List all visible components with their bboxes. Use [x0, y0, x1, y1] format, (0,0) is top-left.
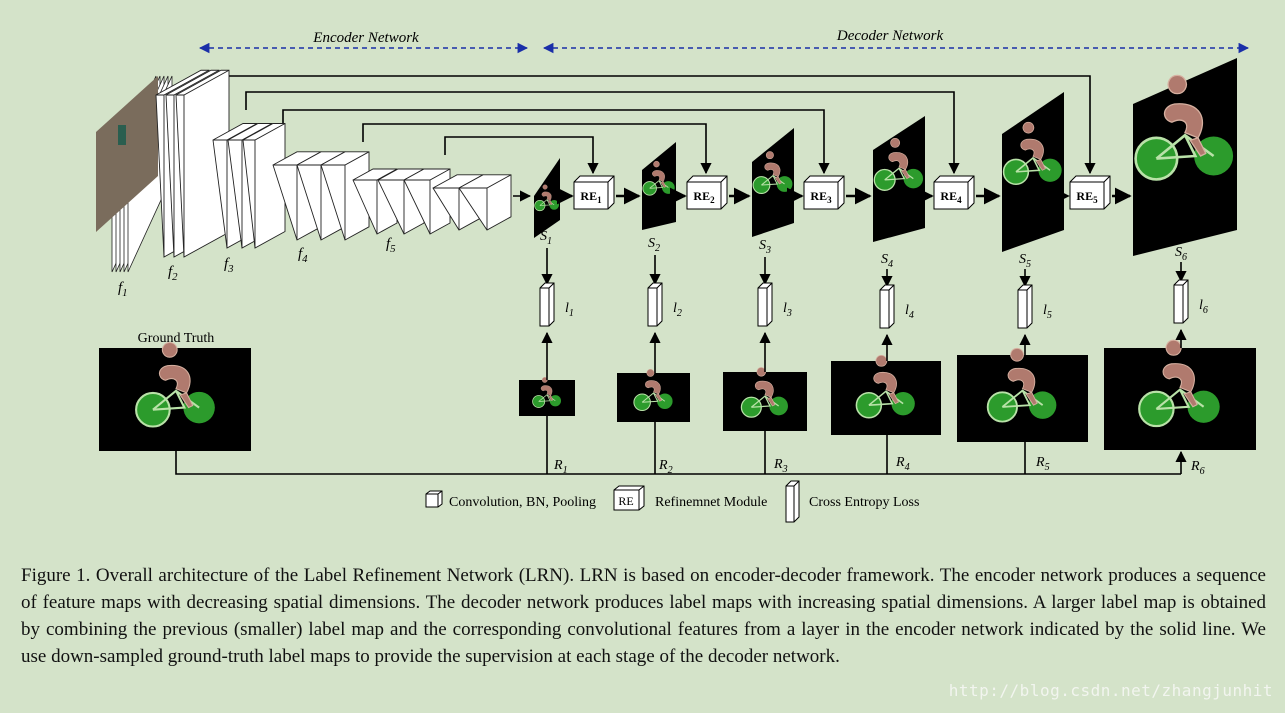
- label-map-s3-figure: [752, 151, 793, 194]
- refinement-module-re4: RE4: [933, 175, 975, 210]
- ground-truth-map-r1: [519, 377, 575, 416]
- stage-label-s2: S2: [648, 236, 660, 254]
- ground-truth-map-r2-figure: [633, 369, 673, 412]
- encoder-block-2-3: [242, 123, 286, 249]
- ground-truth-map-r4-figure: [855, 354, 915, 419]
- legend-re-cube-icon: [613, 485, 645, 511]
- ground-truth-figure: [135, 342, 215, 428]
- label-map-s4-figure: [873, 138, 924, 191]
- stage-label-s6: S6: [1175, 245, 1187, 263]
- gt-label-r3: R3: [773, 457, 788, 475]
- loss-prism-l5: [1017, 284, 1033, 329]
- feature-label-f3: f3: [224, 256, 234, 275]
- re1-label: RE1: [580, 189, 602, 205]
- gt-label-r2: R2: [658, 458, 673, 476]
- loss-prism-l1: [539, 282, 555, 327]
- legend-re-symbol: RE: [618, 494, 633, 508]
- gt-label-r6: R6: [1190, 459, 1205, 477]
- ground-truth-map-r6: [1104, 339, 1256, 450]
- ground-truth-label: Ground Truth: [138, 331, 215, 346]
- legend-re-label: Refinemnet Module: [655, 495, 767, 510]
- legend-conv-label: Convolution, BN, Pooling: [449, 495, 596, 510]
- legend-loss-label: Cross Entropy Loss: [809, 495, 919, 510]
- refinement-module-re5: RE5: [1069, 175, 1111, 210]
- gt-label-r1: R1: [553, 458, 568, 476]
- gt-label-r4: R4: [895, 455, 910, 473]
- encoder-blocks: f1 f2 f3 f4 f5: [96, 69, 532, 299]
- watermark: http://blog.csdn.net/zhangjunhit: [948, 681, 1273, 700]
- encoder-network-title: Encoder Network: [312, 30, 419, 46]
- stage-label-s4: S4: [881, 252, 893, 270]
- stage-label-s1: S1: [540, 229, 552, 247]
- loss-prism-l3: [757, 282, 773, 327]
- gt-label-r5: R5: [1035, 455, 1050, 473]
- label-map-s5: [1002, 92, 1064, 252]
- refinement-module-re2: RE2: [686, 175, 728, 210]
- label-map-s6-figure: [1134, 74, 1234, 181]
- label-map-s3: [752, 128, 794, 237]
- ground-truth-map-r1-figure: [532, 377, 562, 408]
- re4-label: RE4: [940, 189, 962, 205]
- ground-truth-map-r3: [723, 367, 807, 431]
- refinement-module-re3: RE3: [803, 175, 845, 210]
- label-map-s4: [873, 116, 925, 242]
- ground-truth-map-r3-figure: [740, 367, 788, 418]
- feature-label-f1: f1: [118, 280, 128, 299]
- ground-truth-image: [99, 348, 251, 451]
- encoder-block-5-2: [458, 174, 512, 231]
- loss-label-l2: l2: [673, 301, 682, 319]
- label-map-s2: [642, 142, 676, 230]
- loss-label-l1: l1: [565, 301, 574, 319]
- label-map-s6: [1133, 58, 1237, 256]
- ground-truth-map-r2: [617, 369, 690, 422]
- stage-label-s5: S5: [1019, 252, 1031, 270]
- architecture-diagram: Encoder Network Decoder Network f1 f2 f3 f4…: [96, 28, 1256, 523]
- ground-truth-map-r5-figure: [986, 347, 1057, 423]
- label-map-s1-figure: [534, 184, 560, 212]
- re3-label: RE3: [810, 189, 832, 205]
- loss-label-l4: l4: [905, 303, 914, 321]
- stage-label-s3: S3: [759, 238, 771, 256]
- ground-truth-map-r5: [957, 347, 1088, 442]
- refinement-module-re1: RE1: [573, 175, 615, 210]
- figure-caption: Figure 1. Overall architecture of the La…: [21, 565, 1266, 667]
- loss-prism-l2: [647, 282, 663, 327]
- feature-label-f5: f5: [386, 236, 396, 255]
- legend-conv-cube-icon: [425, 490, 443, 508]
- loss-prism-l6: [1173, 279, 1189, 324]
- decoder-network-title: Decoder Network: [836, 28, 944, 44]
- skip-connection-to-re1: [444, 136, 599, 175]
- loss-label-l6: l6: [1199, 298, 1208, 316]
- skip-connection-to-re3: [282, 109, 830, 175]
- legend: Convolution, BN, Pooling RE Refinemnet M…: [425, 480, 919, 523]
- input-photo: [96, 76, 158, 232]
- loss-label-l3: l3: [783, 301, 792, 319]
- label-map-s1: [534, 158, 560, 238]
- legend-loss-prism-icon: [785, 480, 800, 523]
- re5-label: RE5: [1076, 189, 1098, 205]
- feature-label-f4: f4: [298, 246, 308, 265]
- encoder-block-1-3: [175, 69, 230, 258]
- feature-label-f2: f2: [168, 264, 178, 283]
- ground-truth-downsample-line: [175, 416, 1187, 475]
- loss-label-l5: l5: [1043, 303, 1052, 321]
- skip-connection-to-re4: [245, 91, 960, 175]
- skip-connection-to-re2: [362, 123, 712, 175]
- label-map-s5-figure: [1002, 121, 1062, 186]
- ground-truth-map-r6-figure: [1138, 339, 1220, 428]
- ground-truth-panel: [99, 342, 251, 451]
- ground-truth-map-r4: [831, 354, 941, 435]
- loss-prism-l4: [879, 284, 895, 329]
- re2-label: RE2: [693, 189, 715, 205]
